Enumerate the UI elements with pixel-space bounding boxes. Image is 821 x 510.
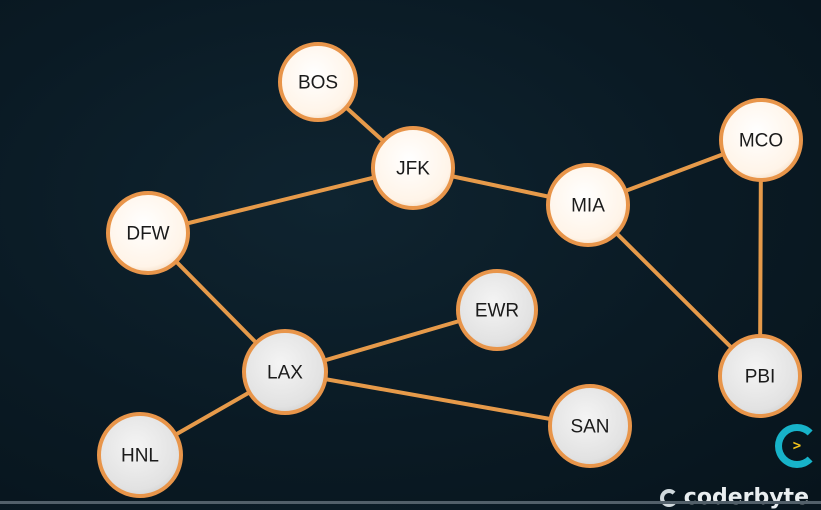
nodes-layer: BOS JFK MIA MCO DFW EWR LAX PBI SAN HNL — [97, 42, 803, 498]
edge-jfk-dfw — [146, 166, 415, 235]
node-label: PBI — [745, 367, 776, 388]
node-mia: MIA — [546, 163, 630, 247]
node-circle — [371, 126, 455, 210]
node-circle — [456, 269, 538, 351]
node-label: JFK — [396, 159, 430, 180]
node-circle — [548, 384, 632, 468]
brand-watermark: coderbyte — [659, 485, 809, 510]
node-lax: LAX — [242, 329, 328, 415]
node-circle — [278, 42, 358, 122]
node-dfw: DFW — [106, 191, 190, 275]
node-circle — [97, 412, 183, 498]
node-mco: MCO — [719, 98, 803, 182]
edges-layer — [138, 80, 763, 457]
node-circle — [106, 191, 190, 275]
node-san: SAN — [548, 384, 632, 468]
edge-lax-san — [283, 370, 592, 428]
node-label: DFW — [126, 224, 169, 245]
node-circle — [242, 329, 328, 415]
node-label: HNL — [121, 446, 159, 467]
node-label: MIA — [571, 196, 605, 217]
node-circle — [718, 334, 802, 418]
node-label: SAN — [570, 417, 609, 438]
coderbyte-logo-icon: > — [775, 424, 819, 468]
video-progress-bar — [0, 501, 821, 504]
brand-name: coderbyte — [683, 485, 809, 510]
node-hnl: HNL — [97, 412, 183, 498]
node-circle — [719, 98, 803, 182]
node-jfk: JFK — [371, 126, 455, 210]
node-circle — [546, 163, 630, 247]
node-label: BOS — [298, 73, 338, 94]
node-ewr: EWR — [456, 269, 538, 351]
node-pbi: PBI — [718, 334, 802, 418]
node-bos: BOS — [278, 42, 358, 122]
prompt-icon: > — [792, 438, 802, 454]
node-label: EWR — [475, 301, 519, 322]
node-label: MCO — [739, 131, 783, 152]
node-label: LAX — [267, 363, 303, 384]
